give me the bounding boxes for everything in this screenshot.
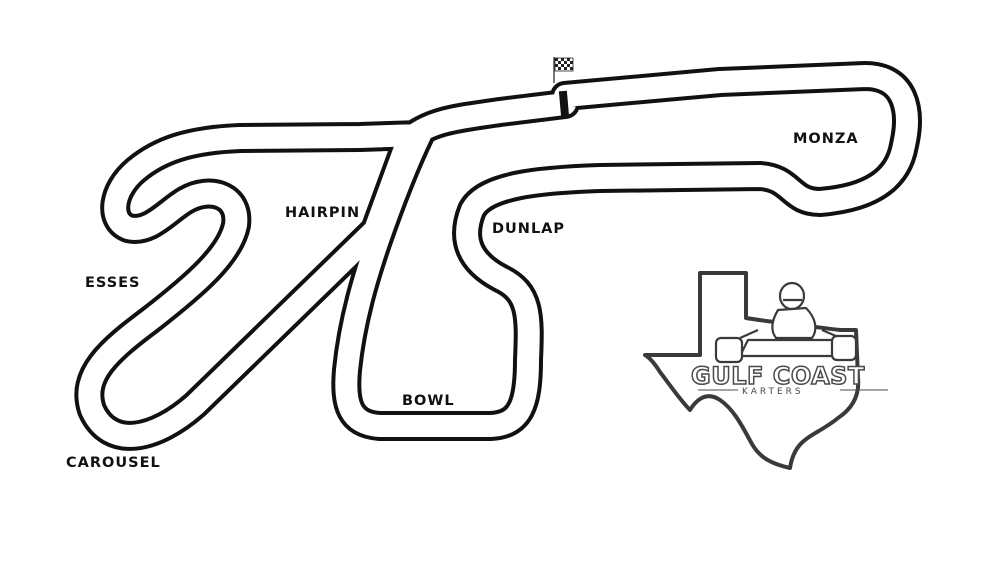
texas-outline-icon <box>643 271 861 470</box>
go-kart-icon <box>714 281 858 364</box>
gulf-coast-karters-logo: GULF COAST KARTERS <box>643 271 888 470</box>
corner-label-bowl: BOWL <box>402 393 455 409</box>
corner-label-esses: ESSES <box>85 275 141 291</box>
corner-label-monza: MONZA <box>793 131 859 147</box>
start-finish-line <box>558 90 570 118</box>
corner-label-hairpin: HAIRPIN <box>285 205 360 221</box>
logo-tagline: KARTERS <box>742 387 804 397</box>
corner-label-carousel: CAROUSEL <box>66 455 161 471</box>
track-surface <box>78 65 918 447</box>
logo-name: GULF COAST <box>691 362 865 390</box>
race-track <box>74 61 922 451</box>
corner-label-dunlap: DUNLAP <box>492 221 565 237</box>
checkered-flag-icon <box>553 57 574 83</box>
